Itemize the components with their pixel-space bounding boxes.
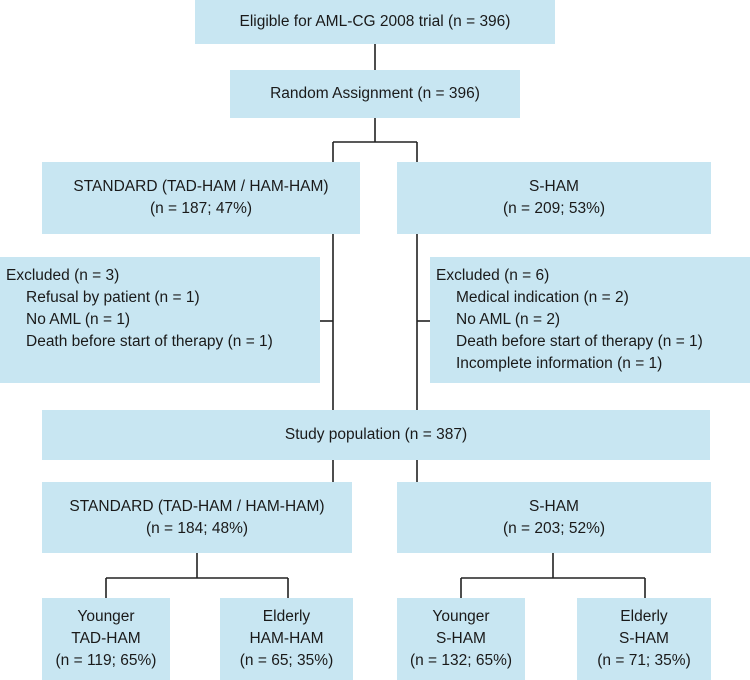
- excluded-sham-item: No AML (n = 2): [456, 311, 561, 328]
- arm-sham-n: (n = 209; 53%): [502, 200, 606, 217]
- leaf-group: Younger: [432, 608, 490, 625]
- excluded-standard-item: Death before start of therapy (n = 1): [26, 333, 273, 350]
- leaf-n: (n = 119; 65%): [55, 652, 157, 669]
- leaf-younger-tadham-box: Younger TAD-HAM (n = 119; 65%): [42, 598, 170, 680]
- random-assignment-label: Random Assignment (n = 396): [270, 85, 480, 102]
- excluded-standard-item: Refusal by patient (n = 1): [26, 289, 200, 306]
- excluded-sham-head: Excluded (n = 6): [436, 267, 550, 284]
- leaf-regimen: TAD-HAM: [71, 630, 141, 647]
- arm-sham-box: S-HAM (n = 209; 53%): [397, 162, 711, 234]
- leaf-regimen: S-HAM: [436, 630, 486, 647]
- pop-sham-n: (n = 203; 52%): [502, 519, 606, 537]
- arm-sham-title: S-HAM: [529, 178, 579, 195]
- leaf-group: Elderly: [620, 608, 668, 625]
- leaf-younger-sham-box: Younger S-HAM (n = 132; 65%): [397, 598, 525, 680]
- pop-standard-box: STANDARD (TAD-HAM / HAM-HAM) (n = 184; 4…: [42, 482, 352, 553]
- leaf-n: (n = 65; 35%): [239, 652, 334, 669]
- pop-sham-box: S-HAM (n = 203; 52%): [397, 482, 711, 553]
- excluded-standard-head: Excluded (n = 3): [6, 267, 120, 284]
- leaf-n: (n = 132; 65%): [409, 652, 513, 669]
- eligible-box: Eligible for AML-CG 2008 trial (n = 396): [195, 0, 555, 44]
- excluded-sham-item: Incomplete information (n = 1): [456, 355, 663, 372]
- leaf-group: Younger: [77, 608, 135, 625]
- pop-sham-title: S-HAM: [529, 497, 579, 515]
- study-population-box: Study population (n = 387): [42, 410, 710, 460]
- arm-standard-title: STANDARD (TAD-HAM / HAM-HAM): [73, 178, 329, 195]
- random-assignment-box: Random Assignment (n = 396): [230, 70, 520, 118]
- pop-standard-n: (n = 184; 48%): [145, 519, 249, 537]
- excluded-sham-item: Medical indication (n = 2): [456, 289, 629, 306]
- leaf-elderly-hamham-box: Elderly HAM-HAM (n = 65; 35%): [220, 598, 353, 680]
- leaf-elderly-sham-box: Elderly S-HAM (n = 71; 35%): [577, 598, 711, 680]
- excluded-standard-item: No AML (n = 1): [26, 311, 131, 328]
- excluded-standard-box: Excluded (n = 3) Refusal by patient (n =…: [0, 257, 320, 383]
- study-population-label: Study population (n = 387): [284, 426, 468, 443]
- pop-standard-title: STANDARD (TAD-HAM / HAM-HAM): [69, 497, 325, 515]
- leaf-regimen: HAM-HAM: [249, 630, 324, 647]
- excluded-sham-box: Excluded (n = 6) Medical indication (n =…: [430, 257, 750, 383]
- leaf-regimen: S-HAM: [619, 630, 669, 647]
- leaf-n: (n = 71; 35%): [597, 652, 691, 669]
- eligible-label: Eligible for AML-CG 2008 trial (n = 396): [239, 13, 511, 30]
- arm-standard-box: STANDARD (TAD-HAM / HAM-HAM) (n = 187; 4…: [42, 162, 360, 234]
- arm-standard-n: (n = 187; 47%): [149, 200, 253, 217]
- leaf-group: Elderly: [262, 608, 311, 625]
- excluded-sham-item: Death before start of therapy (n = 1): [456, 333, 703, 350]
